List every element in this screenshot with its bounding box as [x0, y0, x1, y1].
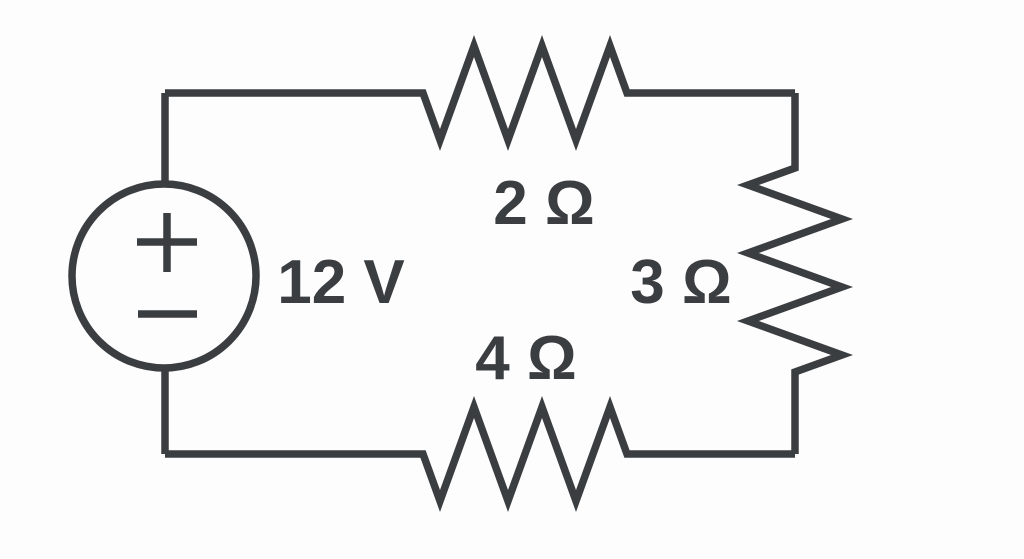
plus-icon — [137, 213, 197, 272]
voltage-source-symbol — [68, 180, 260, 372]
resistor-right-label: 3 Ω — [630, 248, 731, 317]
resistor-top-label: 2 Ω — [493, 169, 594, 238]
resistor-right-zigzag — [736, 93, 854, 454]
resistor-bottom-zigzag — [165, 395, 795, 513]
voltage-source-circle — [68, 180, 260, 372]
voltage-source-label: 12 V — [277, 248, 405, 317]
resistor-top-zigzag — [165, 34, 795, 152]
resistor-bottom-label: 4 Ω — [475, 324, 576, 393]
